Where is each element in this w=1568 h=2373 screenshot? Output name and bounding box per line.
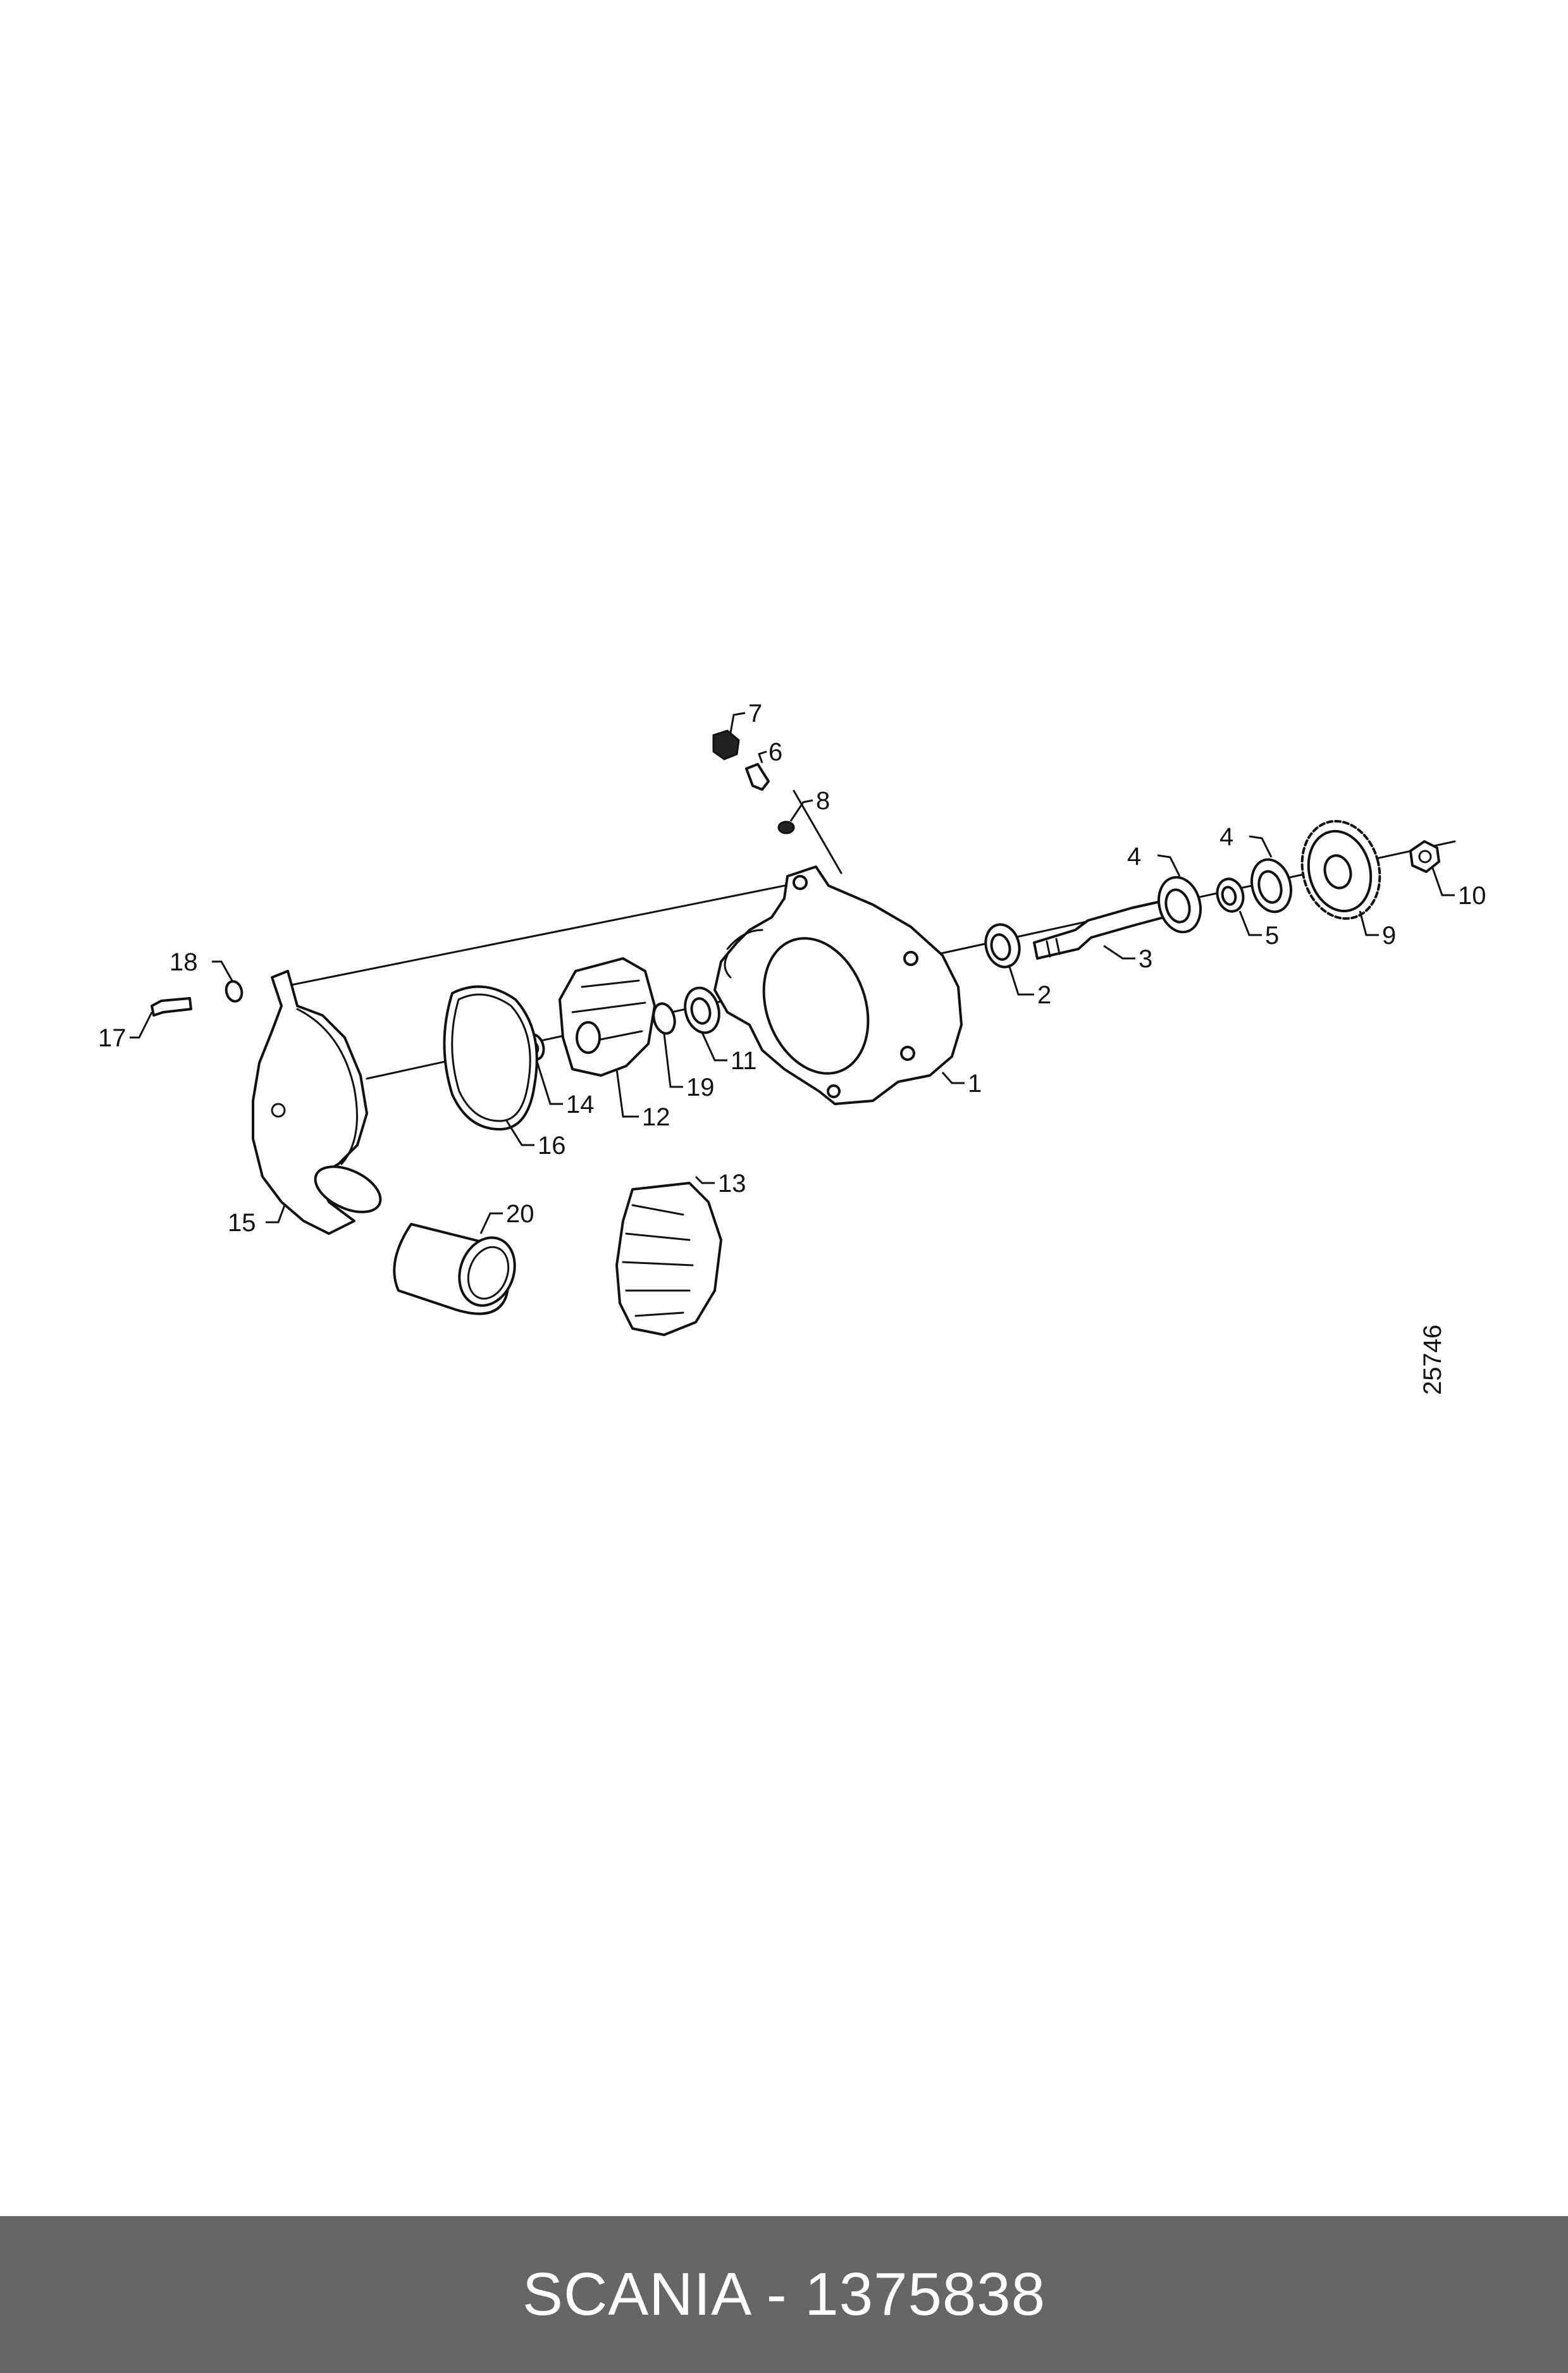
callout-18: 18 [170, 948, 198, 976]
part-6-valve [745, 763, 770, 791]
part-20-sleeve [393, 1223, 516, 1315]
callout-1: 1 [968, 1070, 982, 1098]
drawing-number: 25746 [1419, 1325, 1447, 1395]
callout-4-outer: 4 [1219, 823, 1233, 851]
callout-10: 10 [1458, 882, 1486, 910]
part-7-cap [712, 729, 740, 760]
part-8-washer [777, 821, 795, 834]
callout-5: 5 [1265, 922, 1279, 950]
callout-4-inner: 4 [1127, 843, 1141, 871]
part-1-pump-housing [713, 865, 963, 1105]
callout-20: 20 [506, 1200, 534, 1228]
callout-7: 7 [748, 700, 762, 728]
part-13-fan [615, 1182, 722, 1336]
callout-2: 2 [1037, 981, 1051, 1009]
callout-19: 19 [686, 1074, 715, 1101]
part-2-seal-ring [984, 923, 1021, 969]
part-5-spacer [1216, 877, 1245, 913]
part-15-cover [252, 970, 382, 1235]
part-16-gasket [443, 985, 538, 1131]
exploded-parts-diagram: 1 2 3 4 4 5 6 7 8 9 10 11 12 13 14 15 16… [98, 700, 1486, 1395]
part-number-label: SCANIA - 1375838 [522, 2260, 1046, 2328]
leader-lines [130, 712, 1455, 1234]
part-9-drive-gear [1300, 820, 1381, 920]
callout-12: 12 [642, 1103, 670, 1131]
callout-15: 15 [228, 1209, 256, 1237]
callout-6: 6 [769, 738, 782, 766]
callout-17: 17 [98, 1024, 127, 1052]
callout-labels: 1 2 3 4 4 5 6 7 8 9 10 11 12 13 14 15 16… [98, 700, 1486, 1237]
callout-9: 9 [1382, 922, 1396, 950]
part-17-bolt [151, 997, 192, 1017]
part-4-bearing-outer [1250, 858, 1292, 914]
callout-8: 8 [816, 787, 830, 815]
part-12-impeller [559, 957, 656, 1077]
callout-16: 16 [538, 1132, 566, 1160]
footer-banner: SCANIA - 1375838 [0, 2216, 1568, 2373]
part-10-nut [1409, 840, 1440, 873]
part-4-bearing-inner [1157, 876, 1202, 934]
part-19-ring [652, 1002, 676, 1035]
callout-11: 11 [731, 1047, 757, 1075]
callout-14: 14 [566, 1091, 595, 1118]
callout-3: 3 [1139, 945, 1152, 973]
part-11-seal [684, 986, 720, 1034]
callout-13: 13 [718, 1170, 746, 1198]
part-18-washer [225, 980, 244, 1003]
